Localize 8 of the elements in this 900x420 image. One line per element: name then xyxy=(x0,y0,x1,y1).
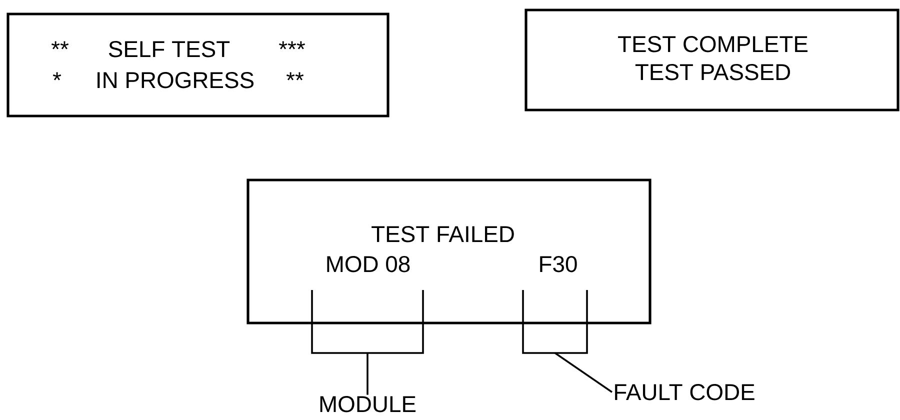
leader-line xyxy=(366,353,368,395)
callout-label: FAULT CODE xyxy=(615,384,754,400)
leader-line xyxy=(554,352,613,393)
display-box: ** SELF TEST *** * IN PROGRESS ** xyxy=(6,12,390,118)
callout-label: F30 xyxy=(540,256,577,272)
callout-label: MOD 08 xyxy=(327,256,410,272)
callout-label: MODULE xyxy=(320,396,416,412)
display-box: TEST COMPLETE TEST PASSED xyxy=(524,8,900,112)
